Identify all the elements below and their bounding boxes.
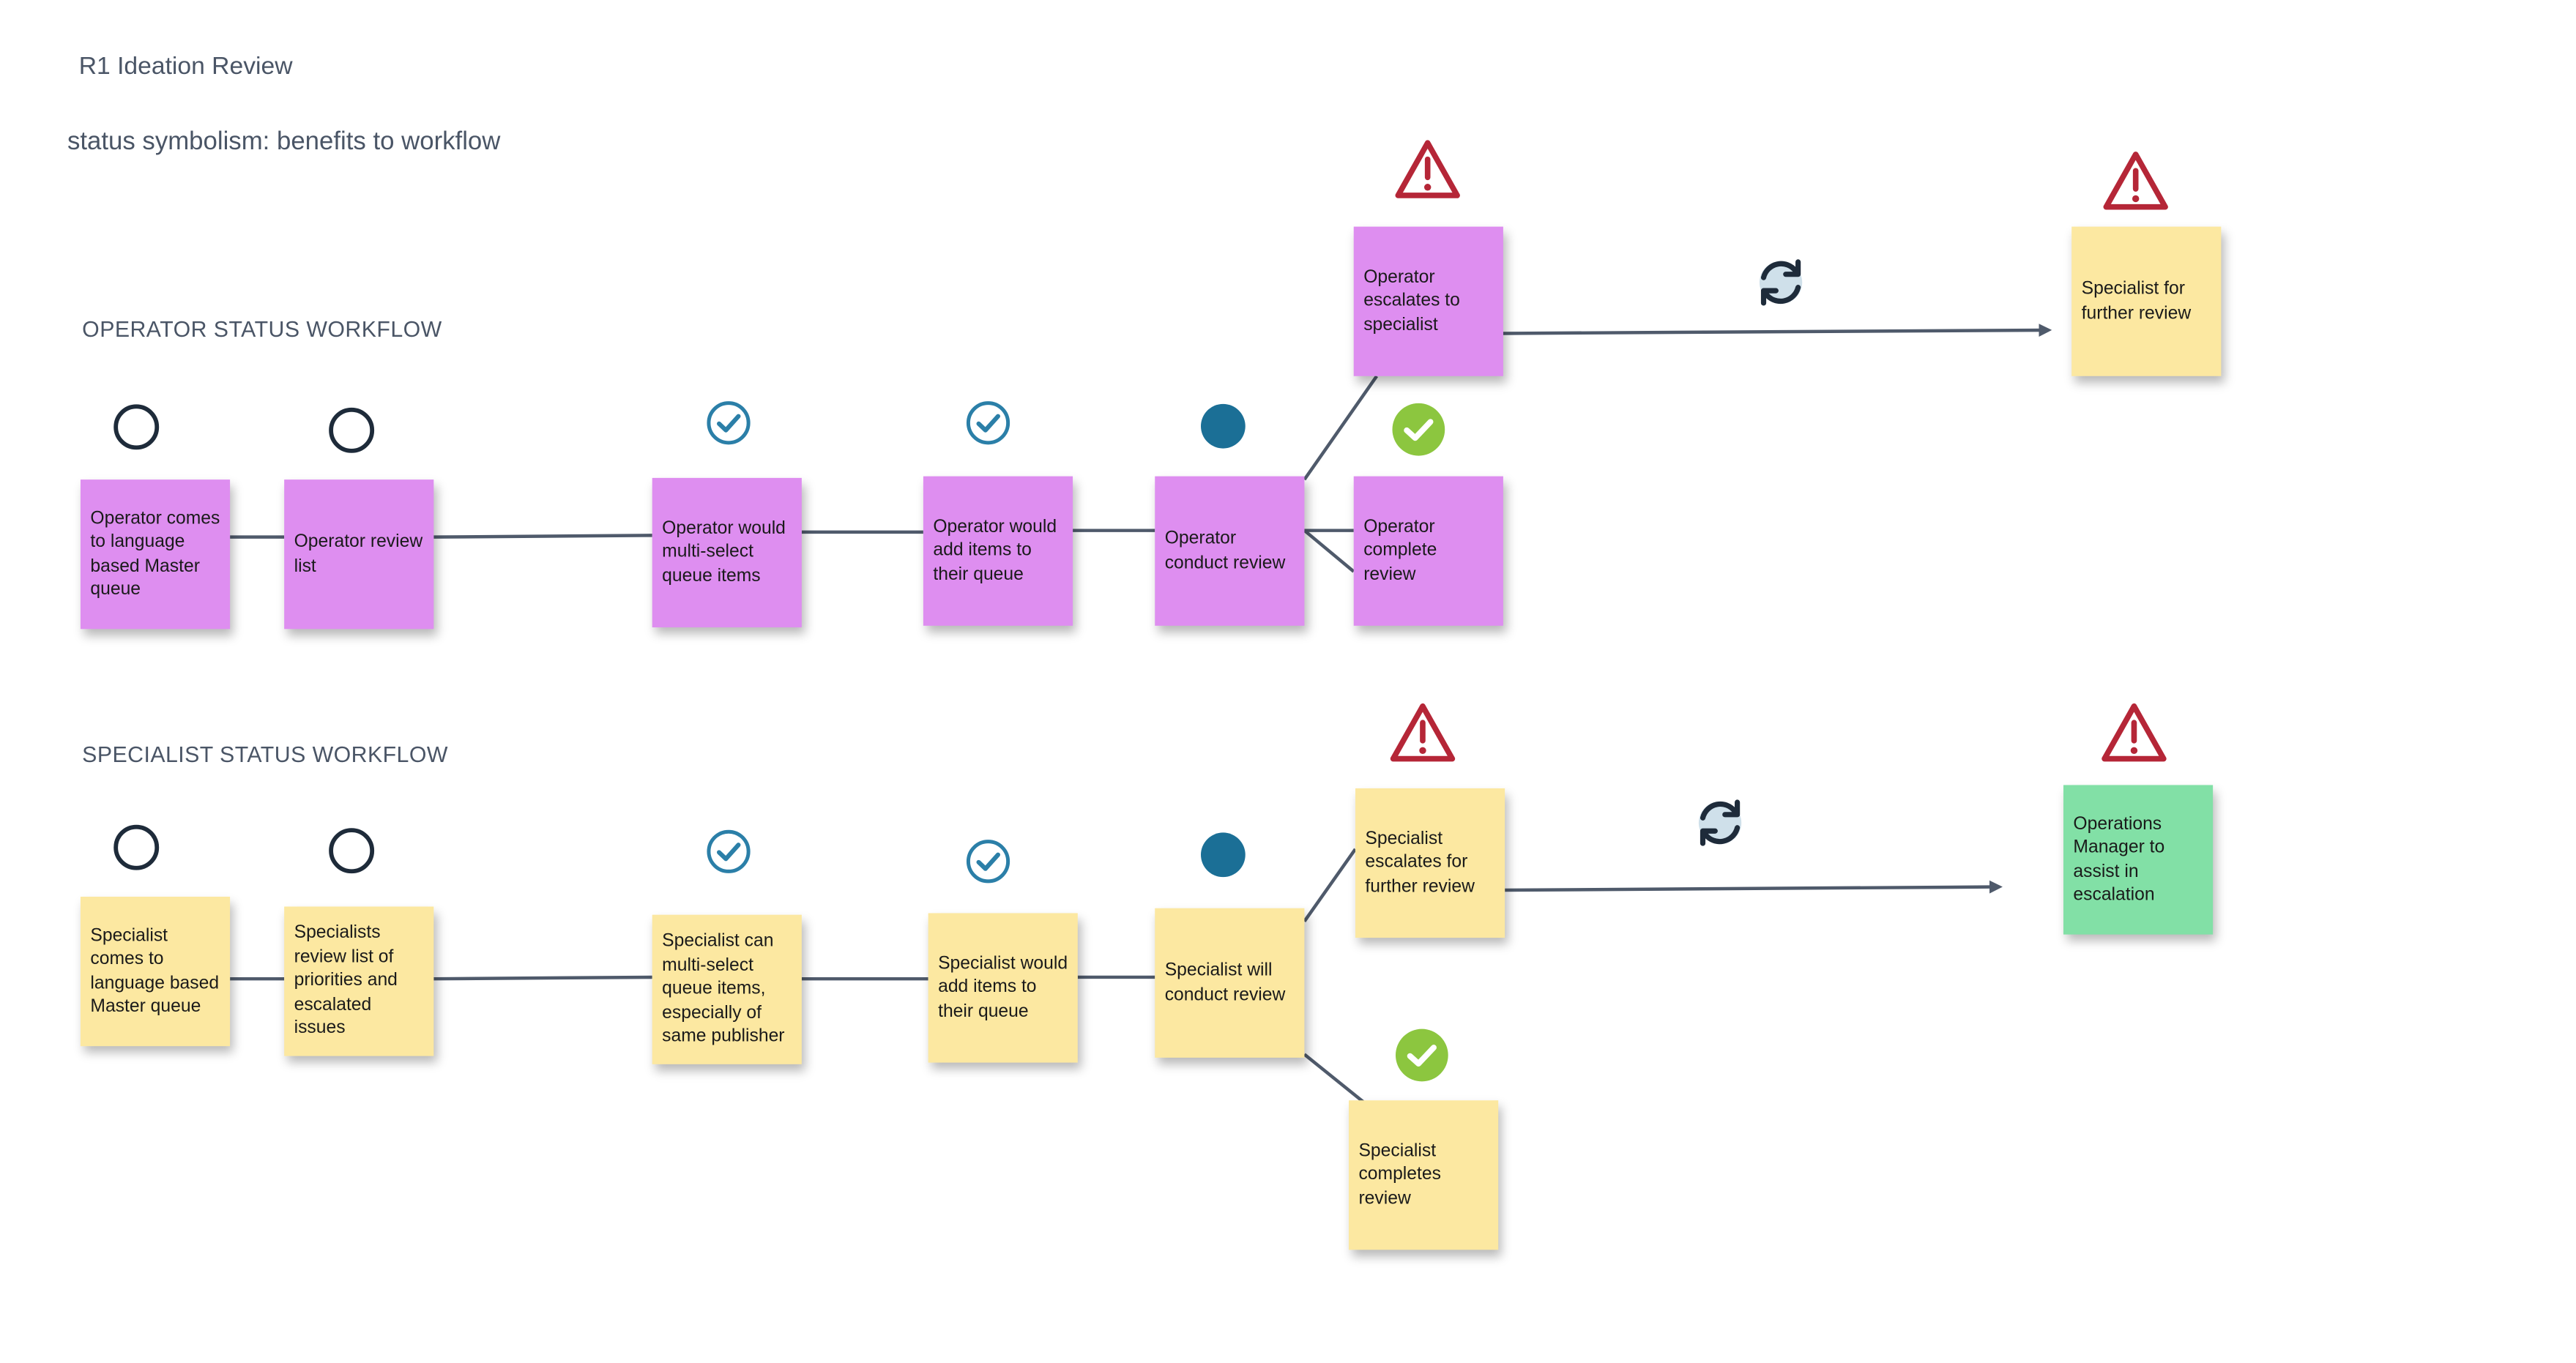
sticky-note[interactable]: Specialist will conduct review bbox=[1155, 908, 1305, 1058]
sticky-note[interactable]: Specialist would add items to their queu… bbox=[928, 913, 1078, 1063]
check-circle-outline-icon bbox=[966, 840, 1010, 884]
warning-triangle-icon bbox=[1395, 140, 1460, 198]
sticky-note[interactable]: Operator comes to language based Master … bbox=[80, 479, 231, 630]
sticky-note[interactable]: Operator review list bbox=[284, 479, 434, 630]
connector bbox=[433, 534, 652, 539]
sticky-note[interactable]: Operator would add items to their queue bbox=[923, 476, 1073, 626]
sticky-note[interactable]: Specialist comes to language based Maste… bbox=[80, 897, 231, 1047]
check-circle-solid-icon bbox=[1395, 1028, 1448, 1082]
filled-circle-icon bbox=[1200, 403, 1246, 449]
sync-icon bbox=[1698, 799, 1742, 846]
sticky-note[interactable]: Operator conduct review bbox=[1155, 476, 1305, 626]
sticky-note[interactable]: Operator would multi-select queue items bbox=[652, 477, 802, 628]
sticky-note[interactable]: Specialist escalates for further review bbox=[1355, 788, 1505, 938]
sync-icon bbox=[1759, 259, 1803, 306]
specialist-section-heading: SPECIALIST STATUS WORKFLOW bbox=[82, 742, 448, 767]
connector bbox=[433, 975, 652, 981]
sticky-note[interactable]: Specialist completes review bbox=[1348, 1100, 1499, 1250]
check-circle-outline-icon bbox=[707, 829, 751, 873]
empty-circle-icon bbox=[113, 824, 160, 870]
empty-circle-icon bbox=[329, 407, 375, 453]
board-subtitle: status symbolism: benefits to workflow bbox=[67, 128, 501, 157]
warning-triangle-icon bbox=[2103, 152, 2168, 210]
check-circle-solid-icon bbox=[1392, 403, 1445, 456]
sticky-note[interactable]: Specialist for further review bbox=[2071, 226, 2222, 376]
warning-triangle-icon bbox=[2102, 703, 2167, 762]
connector bbox=[1303, 848, 1357, 922]
sticky-note[interactable]: Operations Manager to assist in escalati… bbox=[2063, 785, 2214, 935]
connector bbox=[1303, 375, 1378, 481]
arrow-connector bbox=[1503, 324, 2052, 337]
check-circle-outline-icon bbox=[707, 401, 751, 445]
board-title: R1 Ideation Review bbox=[78, 52, 293, 81]
connector bbox=[1303, 529, 1355, 573]
warning-triangle-icon bbox=[1390, 703, 1456, 762]
sticky-note[interactable]: Specialist can multi-select queue items,… bbox=[652, 914, 802, 1064]
sticky-note[interactable]: Specialists review list of priorities an… bbox=[284, 906, 434, 1056]
sticky-note[interactable]: Operator escalates to specialist bbox=[1353, 226, 1503, 376]
arrow-connector bbox=[1505, 880, 2003, 894]
empty-circle-icon bbox=[113, 404, 160, 450]
sticky-note[interactable]: Operator complete review bbox=[1353, 476, 1503, 626]
filled-circle-icon bbox=[1200, 832, 1246, 878]
empty-circle-icon bbox=[329, 828, 375, 874]
check-circle-outline-icon bbox=[966, 401, 1010, 445]
operator-section-heading: OPERATOR STATUS WORKFLOW bbox=[82, 317, 442, 342]
connector bbox=[1303, 1053, 1365, 1104]
